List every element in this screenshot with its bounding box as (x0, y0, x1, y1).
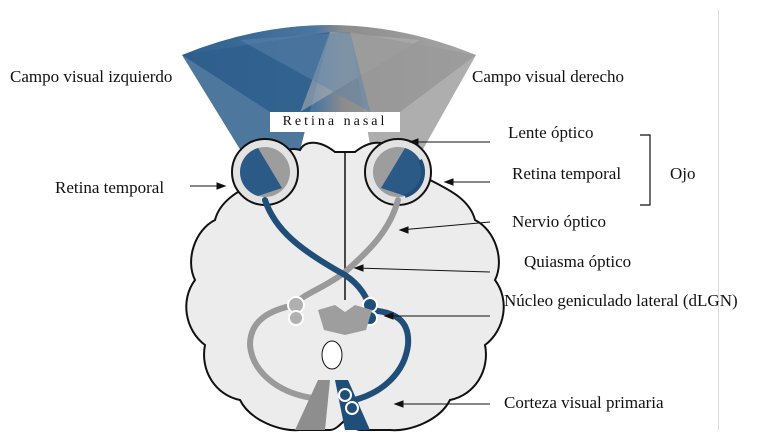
label-campo-visual-derecho: Campo visual derecho (472, 68, 624, 85)
label-corteza-visual: Corteza visual primaria (504, 394, 664, 411)
label-quiasma-optico: Quiasma óptico (524, 253, 631, 270)
cortex-node-a (339, 389, 351, 401)
label-retina-nasal: Retina nasal (270, 112, 400, 132)
label-retina-temporal-izquierda: Retina temporal (55, 179, 164, 196)
label-lente-optico: Lente óptico (508, 124, 593, 141)
right-border (718, 10, 719, 430)
left-eye (232, 139, 298, 205)
label-nervio-optico: Nervio óptico (512, 213, 606, 230)
brainstem (322, 341, 342, 369)
label-campo-visual-izquierdo: Campo visual izquierdo (10, 68, 172, 85)
label-nucleo-geniculado: Núcleo geniculado lateral (dLGN) (504, 292, 738, 309)
cortex-node-b (346, 402, 358, 414)
right-eye (365, 139, 431, 205)
label-ojo: Ojo (670, 165, 696, 182)
label-retina-temporal-derecha: Retina temporal (512, 165, 621, 182)
lgn-left-lower (289, 311, 303, 325)
ojo-bracket (640, 135, 650, 205)
